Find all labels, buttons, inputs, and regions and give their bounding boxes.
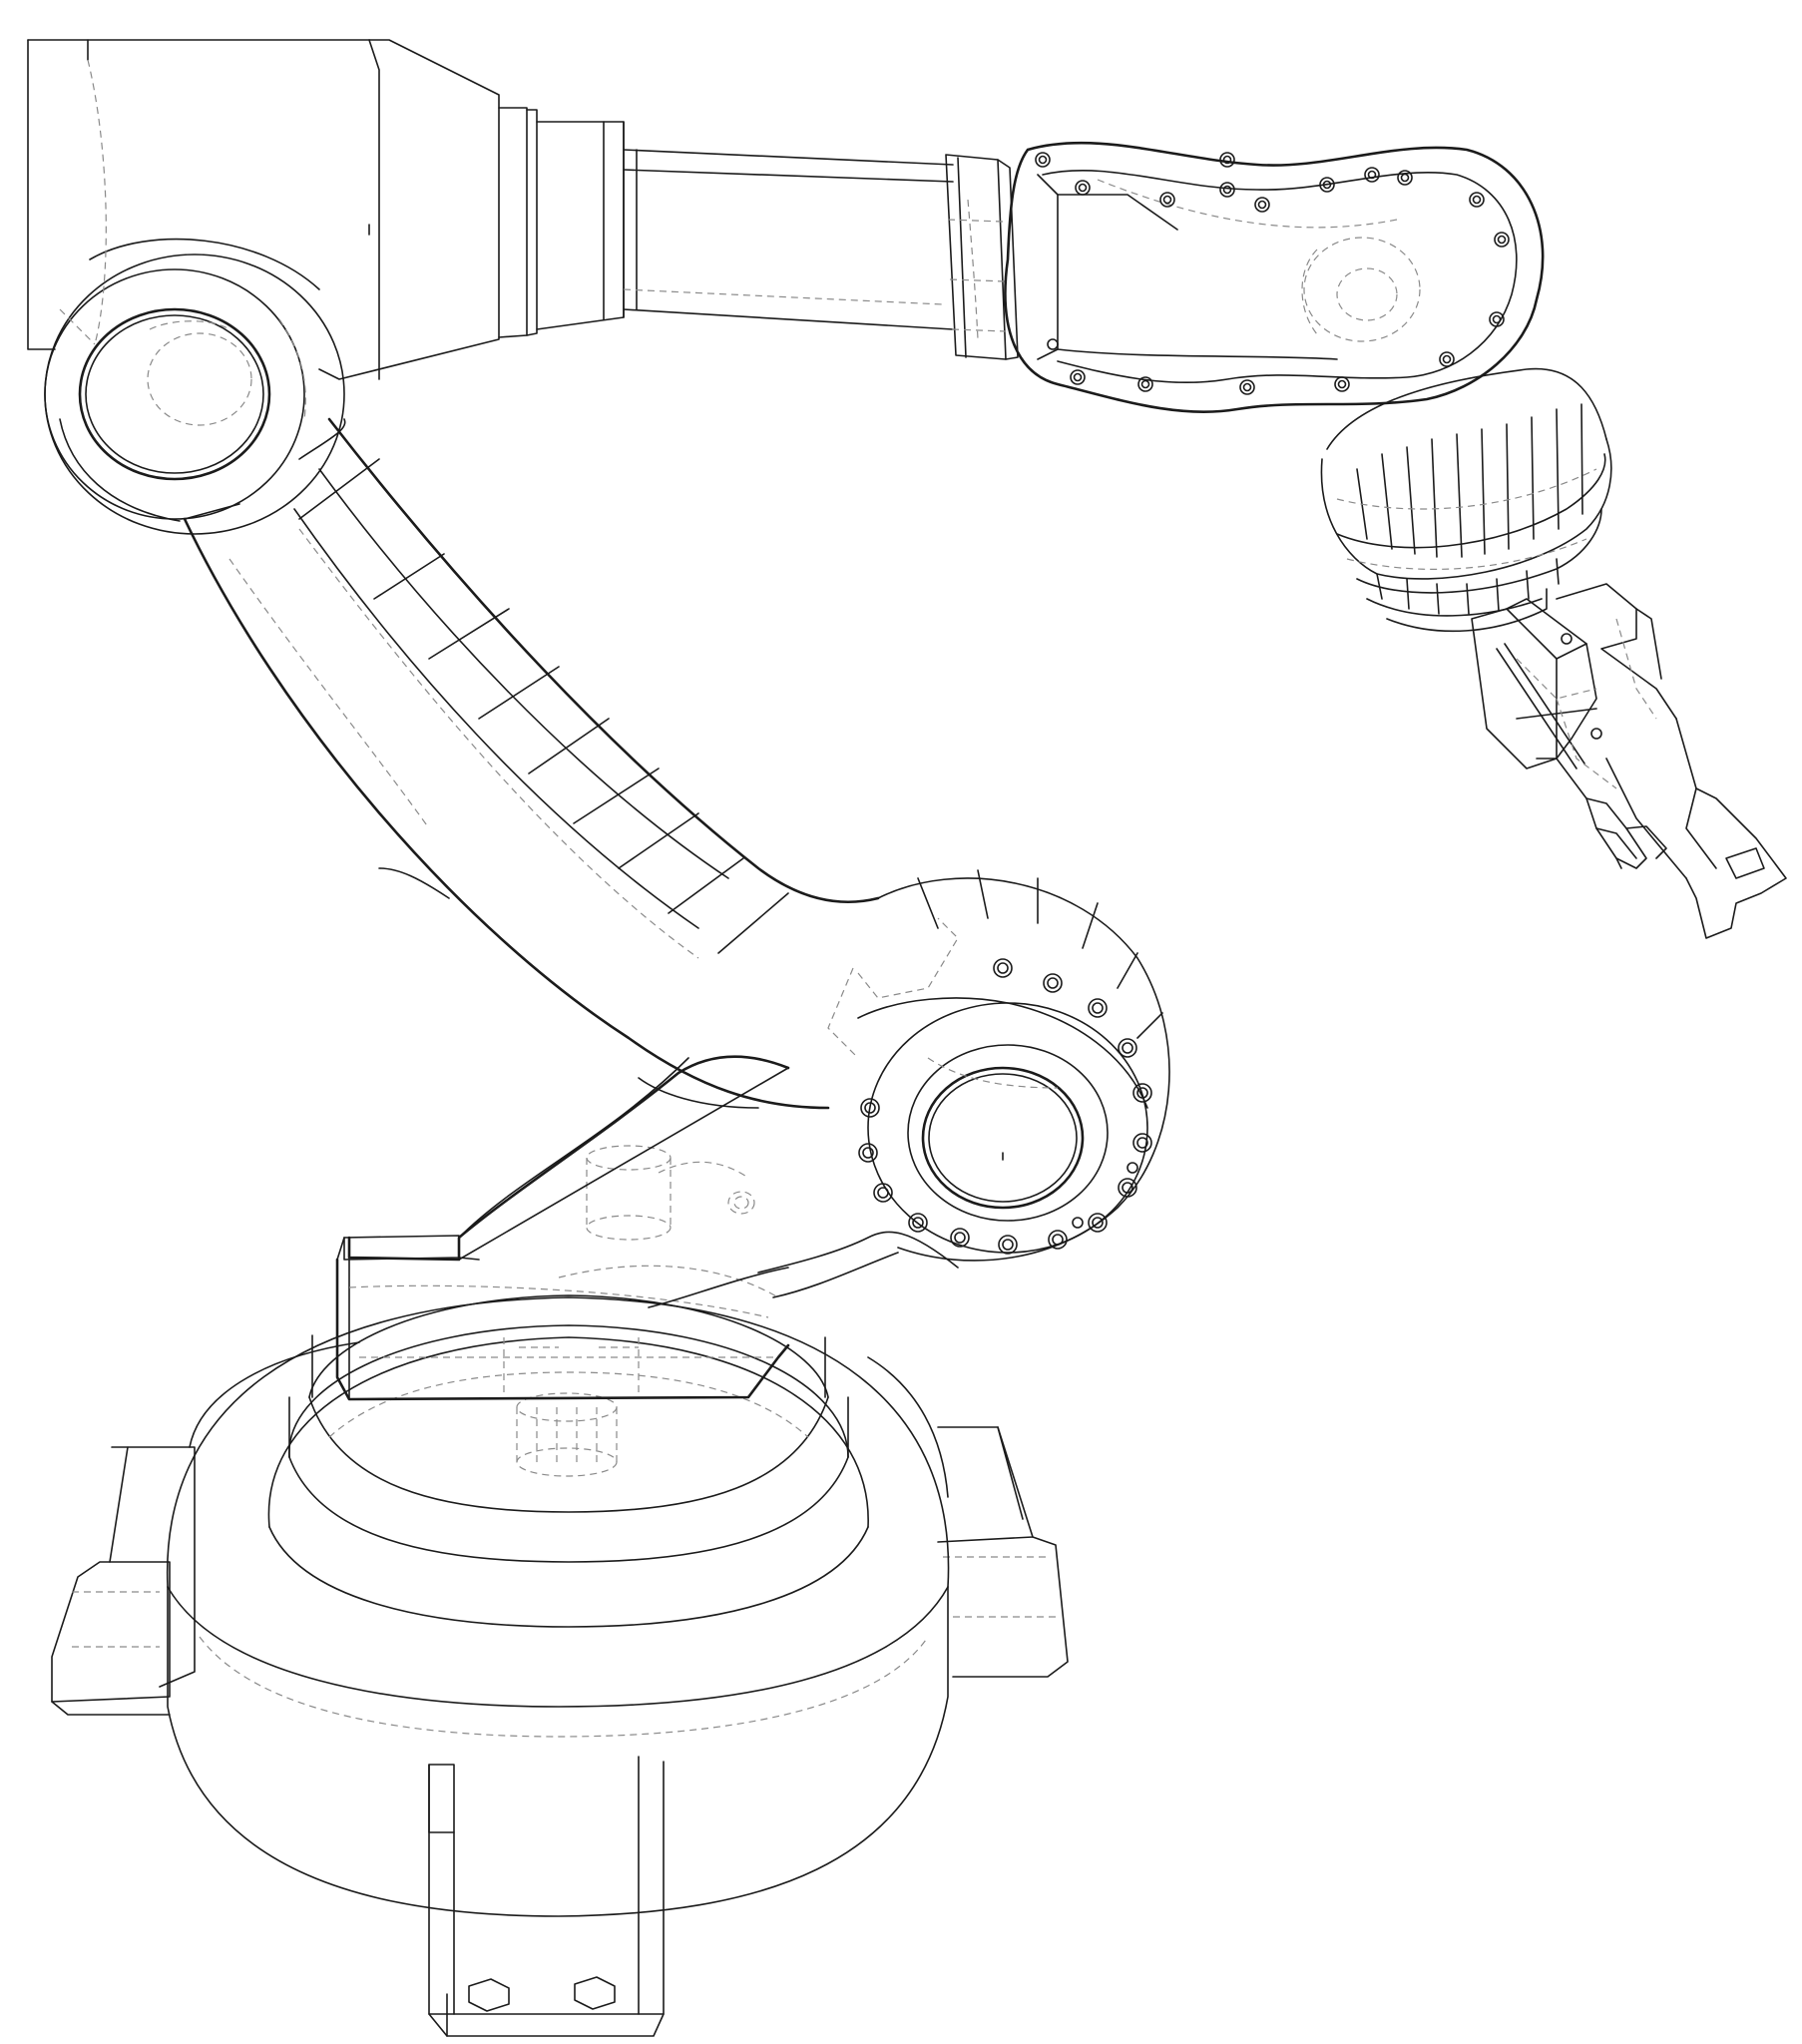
- base-drum: [166, 1296, 950, 1917]
- wrist-link-bolts: [1035, 152, 1510, 395]
- wrist-rotator: [1320, 367, 1612, 633]
- forearm-shaft: [498, 107, 1019, 360]
- front-foot: [428, 1756, 665, 2037]
- left-foot: [51, 1446, 196, 1716]
- shoulder-joint: [44, 238, 345, 535]
- wrist-link: [1004, 141, 1545, 413]
- elbow-bolts: [858, 958, 1152, 1255]
- base-hidden-shaft: [516, 1392, 618, 1477]
- gripper: [1471, 583, 1787, 939]
- robot-base: [51, 1145, 1069, 2037]
- right-foot: [937, 1426, 1069, 1678]
- turret-block: [335, 1235, 790, 1401]
- lower-arm: [347, 1055, 959, 1308]
- middle-arm: [183, 417, 959, 1110]
- elbow-joint: [857, 869, 1170, 1262]
- upper-housing: [27, 39, 500, 380]
- hidden-motor: [558, 1145, 779, 1298]
- base-collars: [267, 1294, 869, 1628]
